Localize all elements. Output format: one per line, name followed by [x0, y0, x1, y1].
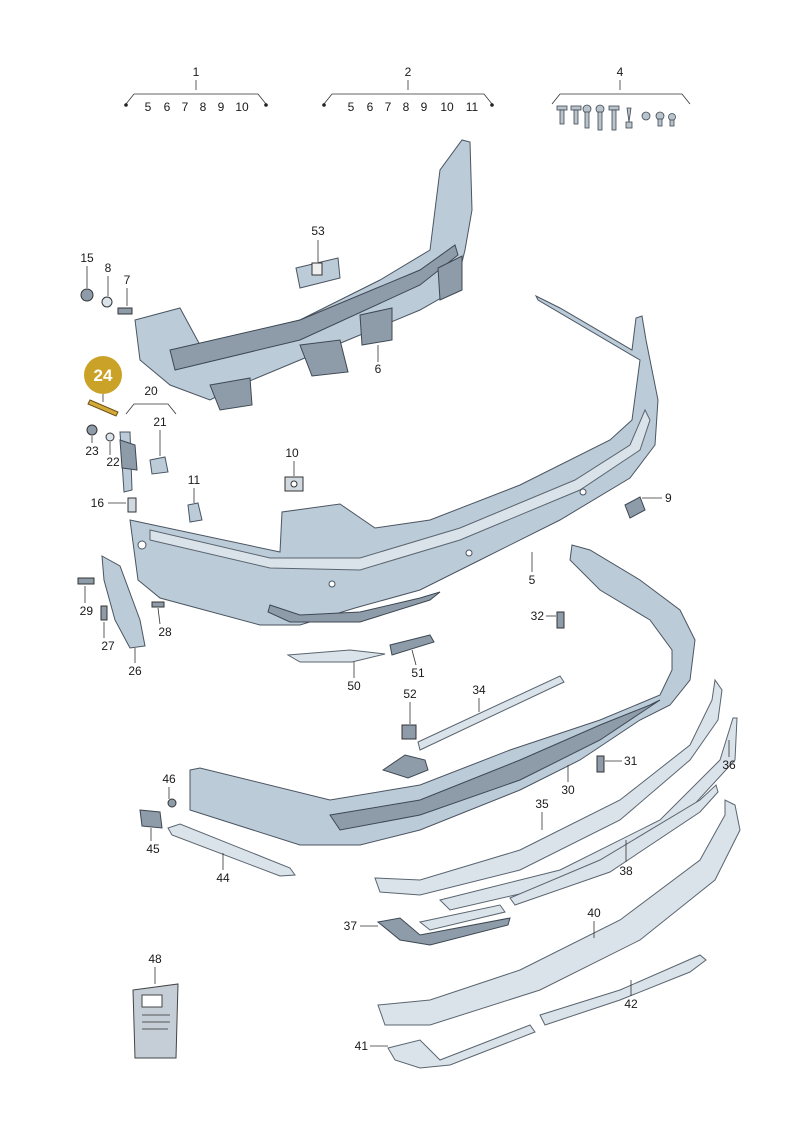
callout-5[interactable]: 5 [529, 573, 536, 587]
callout-1[interactable]: 1 [193, 65, 200, 79]
screw-27-icon [100, 605, 108, 621]
callout-32[interactable]: 32 [531, 609, 545, 623]
washer-22-icon [105, 432, 115, 442]
screw-28-icon [151, 601, 165, 608]
callout-41[interactable]: 41 [355, 1039, 369, 1053]
callout-8[interactable]: 8 [105, 261, 112, 275]
group-1-item: 10 [235, 100, 249, 114]
callout-51[interactable]: 51 [411, 666, 425, 680]
callout-52[interactable]: 52 [403, 687, 417, 701]
callout-48[interactable]: 48 [148, 952, 162, 966]
lower-trim-36[interactable] [374, 678, 723, 896]
trim-37[interactable] [376, 904, 511, 946]
group-2-items: 5 6 7 8 9 10 11 [348, 100, 479, 114]
callout-labels: 53 6 15 8 7 24 20 21 23 22 10 11 16 9 5 [80, 224, 736, 1053]
callout-6[interactable]: 6 [375, 362, 382, 376]
callout-37[interactable]: 37 [344, 919, 358, 933]
callout-50[interactable]: 50 [347, 679, 361, 693]
callout-21[interactable]: 21 [153, 415, 167, 429]
impact-bar[interactable] [134, 139, 473, 411]
group-1-item: 8 [200, 100, 207, 114]
clip-9[interactable] [624, 496, 646, 519]
callout-46[interactable]: 46 [162, 772, 176, 786]
clip-11[interactable] [187, 502, 203, 523]
reflector-50[interactable] [286, 649, 386, 663]
screw-31-icon [596, 755, 605, 773]
guide-26[interactable] [101, 555, 146, 649]
callout-34[interactable]: 34 [472, 683, 486, 697]
callout-20[interactable]: 20 [144, 384, 158, 398]
callout-44[interactable]: 44 [216, 871, 230, 885]
callout-29[interactable]: 29 [80, 604, 94, 618]
callout-10[interactable]: 10 [285, 446, 299, 460]
callout-53[interactable]: 53 [311, 224, 325, 238]
callout-38[interactable]: 38 [619, 864, 633, 878]
group-1-item: 5 [145, 100, 152, 114]
clip-46-45[interactable] [139, 798, 177, 829]
group-2-item: 7 [385, 100, 392, 114]
lower-panel[interactable] [189, 544, 696, 846]
callout-40[interactable]: 40 [587, 906, 601, 920]
callout-36[interactable]: 36 [722, 758, 736, 772]
callout-16[interactable]: 16 [91, 496, 105, 510]
bolt-15-icon [80, 288, 94, 302]
highlight-callout-24[interactable]: 24 [84, 356, 122, 402]
bumper-cover[interactable] [129, 294, 659, 626]
bracket-20-22[interactable] [119, 431, 138, 493]
callout-7[interactable]: 7 [124, 273, 131, 287]
callout-42[interactable]: 42 [624, 997, 638, 1011]
callout-27[interactable]: 27 [101, 639, 115, 653]
clip-10[interactable] [284, 476, 304, 492]
nut-23-icon [86, 424, 98, 436]
group-1-item: 7 [182, 100, 189, 114]
screw-29-icon [77, 577, 95, 585]
callout-4[interactable]: 4 [617, 65, 624, 79]
group-2-item: 8 [403, 100, 410, 114]
group-2-item: 10 [440, 100, 454, 114]
group-2-item: 5 [348, 100, 355, 114]
bracket-53[interactable] [295, 257, 341, 289]
strip-34[interactable] [381, 675, 565, 779]
group-2-item: 6 [367, 100, 374, 114]
group-1-items: 5 6 7 8 9 10 [145, 100, 249, 114]
callout-2[interactable]: 2 [405, 65, 412, 79]
callout-9[interactable]: 9 [665, 491, 672, 505]
callout-28[interactable]: 28 [158, 625, 172, 639]
fastener-set-icon [556, 104, 676, 131]
clip-21[interactable] [149, 456, 169, 475]
callout-31[interactable]: 31 [624, 754, 638, 768]
screw-7-icon [117, 307, 133, 315]
group-1-item: 6 [164, 100, 171, 114]
trim-strip-38[interactable] [509, 784, 719, 906]
bolt-24-icon [87, 399, 119, 417]
washer-8-icon [101, 296, 113, 308]
callout-15[interactable]: 15 [80, 251, 94, 265]
callout-26[interactable]: 26 [128, 664, 142, 678]
screw-32-icon [556, 611, 565, 629]
group-header-1: 1 5 6 7 8 9 10 [124, 65, 268, 114]
callout-22[interactable]: 22 [106, 455, 120, 469]
group-header-4: 4 [551, 65, 691, 131]
callout-23[interactable]: 23 [85, 444, 99, 458]
callout-30[interactable]: 30 [561, 783, 575, 797]
callout-35[interactable]: 35 [535, 797, 549, 811]
instruction-sheet-48[interactable] [132, 983, 179, 1059]
trim-41[interactable] [387, 1024, 536, 1069]
group-2-item: 9 [421, 100, 428, 114]
group-1-item: 9 [218, 100, 225, 114]
clip-52[interactable] [401, 724, 417, 740]
reflector-51[interactable] [389, 634, 435, 656]
trim-strip-42[interactable] [539, 954, 707, 1026]
trim-40[interactable] [377, 799, 741, 1026]
trim-44[interactable] [167, 823, 296, 877]
callout-45[interactable]: 45 [146, 842, 160, 856]
callout-11[interactable]: 11 [188, 473, 201, 487]
group-header-2: 2 5 6 7 8 9 10 11 [322, 65, 494, 114]
screw-16-icon [127, 497, 137, 513]
callout-24: 24 [94, 366, 113, 385]
group-2-item: 11 [466, 100, 479, 114]
